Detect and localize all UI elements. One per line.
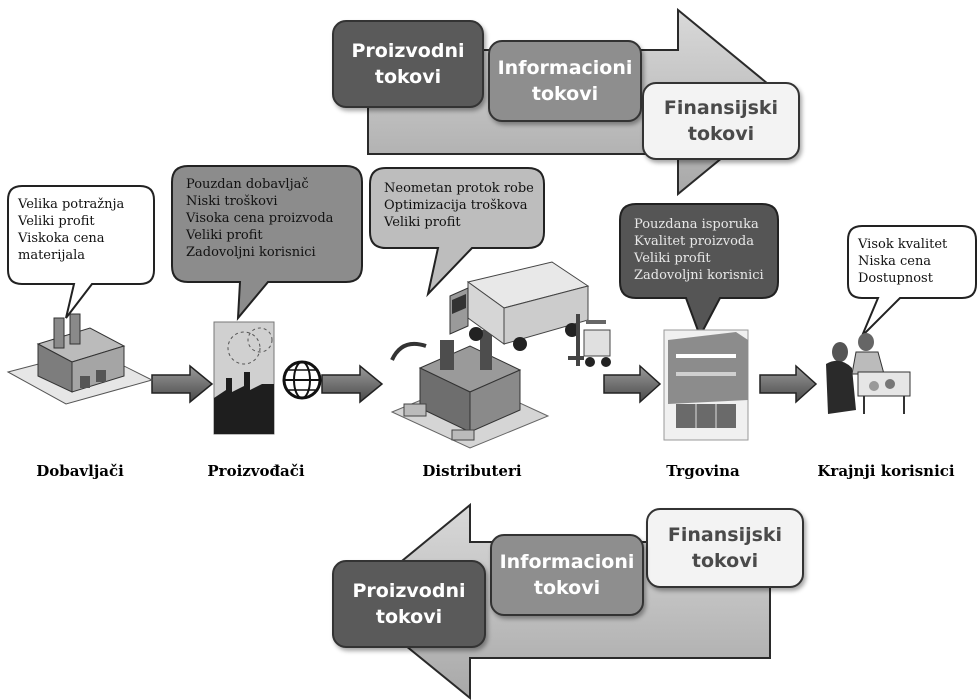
distributors-point: Veliki profit [384, 215, 461, 230]
manufacturers-point: Visoka cena proizvoda [186, 211, 334, 226]
retail-bubble-text: Pouzdana isporuka Kvalitet proizvoda Vel… [634, 216, 764, 284]
manufacturers-point: Zadovoljni korisnici [186, 245, 316, 260]
truck-icon [449, 261, 590, 351]
forklift-icon [568, 314, 611, 367]
distributors-point: Neometan protok robe [384, 181, 534, 196]
bottom-financial-flow-line1: Finansijski [667, 524, 783, 546]
stage-label-end-users: Krajnji korisnici [817, 462, 955, 480]
factory-icon [6, 313, 154, 405]
distributors-point: Optimizacija troškova [384, 198, 528, 213]
top-financial-flow-line1: Finansijski [663, 97, 779, 119]
top-product-flow-line1: Proizvodni [351, 40, 465, 62]
suppliers-point: Velika potražnja [18, 197, 125, 212]
manufacturers-point: Pouzdan dobavljač [186, 177, 309, 192]
suppliers-point: Veliki profit [18, 214, 95, 229]
end-users-point: Niska cena [858, 254, 932, 269]
suppliers-point: Viskoka cena [18, 231, 105, 246]
bottom-information-flow-line1: Informacioni [499, 551, 635, 573]
top-product-flow-box: Proizvodni tokovi [332, 20, 484, 108]
stage-label-distributors: Distributeri [422, 462, 522, 480]
bottom-financial-flow-box: Finansijski tokovi [646, 508, 804, 588]
end-users-bubble [847, 225, 977, 337]
top-information-flow-box: Informacioni tokovi [488, 40, 642, 122]
stage-arrow-2 [321, 364, 384, 404]
bottom-product-flow-line2: tokovi [375, 606, 443, 628]
top-financial-flow-line2: tokovi [687, 123, 755, 145]
shoppers-icon [826, 333, 911, 414]
distributors-bubble [369, 167, 545, 298]
retail-point: Kvalitet proizvoda [634, 234, 755, 249]
retail-bubble [619, 203, 779, 339]
store-icon [663, 329, 749, 441]
suppliers-bubble [7, 185, 155, 319]
bottom-product-flow-box: Proizvodni tokovi [332, 560, 486, 648]
stage-arrow-3 [603, 364, 662, 404]
stage-label-retail: Trgovina [666, 462, 740, 480]
end-users-bubble-text: Visok kvalitet Niska cena Dostupnost [858, 236, 947, 287]
stage-arrow-4 [759, 364, 818, 404]
manufacturers-bubble [171, 165, 363, 321]
top-product-flow-line2: tokovi [374, 66, 442, 88]
suppliers-point: materijala [18, 248, 86, 263]
bottom-product-flow-line1: Proizvodni [352, 580, 466, 602]
end-users-point: Visok kvalitet [858, 237, 948, 252]
manufacturers-point: Veliki profit [186, 228, 263, 243]
distributors-bubble-text: Neometan protok robe Optimizacija troško… [384, 180, 534, 231]
distribution-plant-icon [390, 330, 550, 449]
end-users-point: Dostupnost [858, 271, 933, 286]
retail-point: Veliki profit [634, 251, 711, 266]
bottom-financial-flow-line2: tokovi [691, 550, 759, 572]
top-financial-flow-box: Finansijski tokovi [642, 82, 800, 160]
retail-point: Zadovoljni korisnici [634, 268, 764, 283]
manufacturers-point: Niski troškovi [186, 194, 278, 209]
bottom-information-flow-box: Informacioni tokovi [490, 534, 644, 616]
bottom-information-flow-line2: tokovi [533, 577, 601, 599]
manufacturing-icon [213, 321, 322, 435]
top-information-flow-line2: tokovi [531, 83, 599, 105]
stage-label-manufacturers: Proizvođači [207, 462, 305, 480]
retail-point: Pouzdana isporuka [634, 217, 759, 232]
top-information-flow-line1: Informacioni [497, 57, 633, 79]
stage-label-suppliers: Dobavljači [36, 462, 124, 480]
suppliers-bubble-text: Velika potražnja Veliki profit Viskoka c… [18, 196, 124, 264]
stage-arrow-1 [151, 364, 214, 404]
manufacturers-bubble-text: Pouzdan dobavljač Niski troškovi Visoka … [186, 176, 333, 261]
